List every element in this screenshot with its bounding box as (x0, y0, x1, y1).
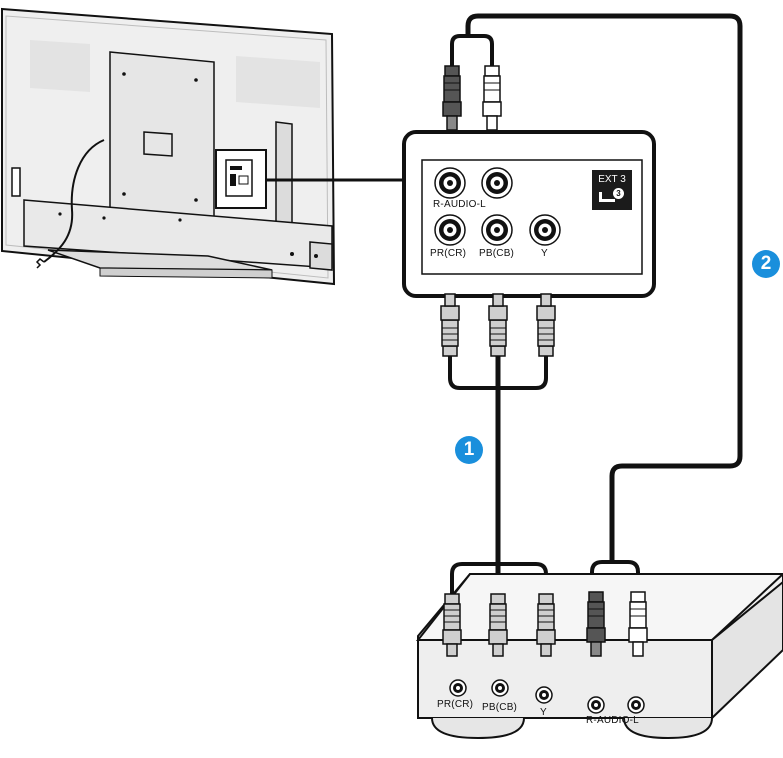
step-1-badge: 1 (455, 436, 483, 464)
device-y-label: Y (540, 707, 547, 718)
ext3-badge: EXT 3 3 (592, 170, 632, 210)
device-pb-label: PB(CB) (482, 702, 518, 713)
tv-panel-pb-label: PB(CB) (479, 248, 515, 259)
tv-panel-audio-label: R-AUDIO-L (433, 199, 486, 210)
tv-panel-y-label: Y (541, 248, 548, 259)
tv-icon (0, 7, 336, 286)
ext3-number-badge: 3 (613, 188, 624, 199)
video-plug-pr-top (440, 293, 460, 357)
audio-plug-white-top (482, 65, 502, 131)
step-2-badge: 2 (752, 250, 780, 278)
video-plug-y-top (536, 293, 556, 357)
audio-plug-dark-top (442, 65, 462, 131)
connector-panel-icon (402, 130, 656, 298)
input-arrow-icon (599, 192, 615, 202)
audio-plug-dark-bottom (586, 591, 606, 657)
device-audio-label: R-AUDIO-L (586, 715, 639, 726)
audio-cable-icon (450, 13, 743, 592)
device-pr-label: PR(CR) (437, 699, 474, 710)
component-cable-icon (448, 356, 548, 596)
tv-panel-pr-label: PR(CR) (430, 248, 467, 259)
audio-plug-white-bottom (628, 591, 648, 657)
video-plug-pb-top (488, 293, 508, 357)
ext3-badge-label: EXT 3 (598, 174, 626, 185)
